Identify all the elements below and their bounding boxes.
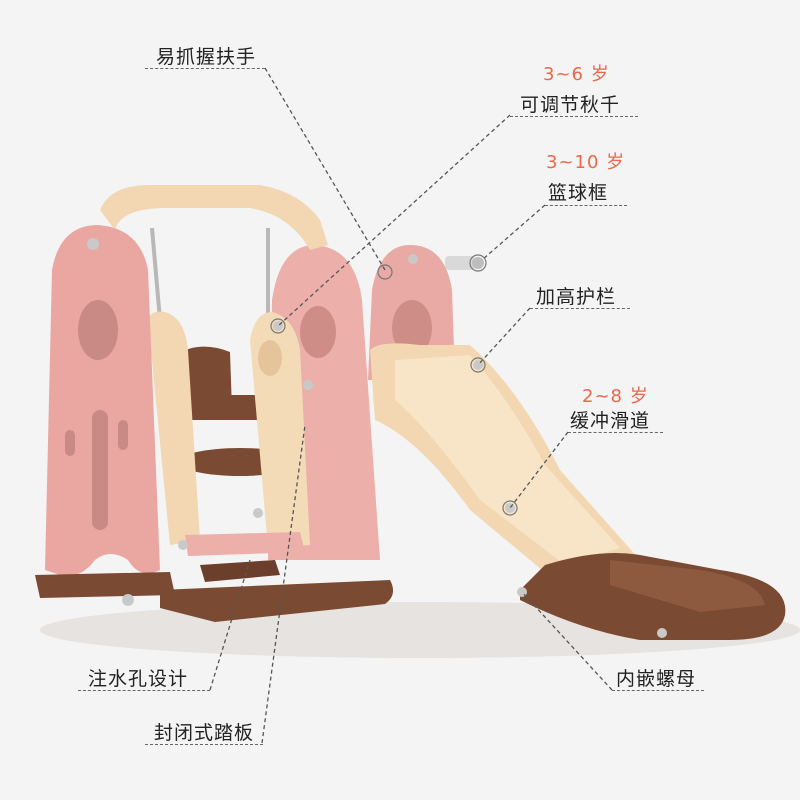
swing-chain-left bbox=[150, 227, 162, 321]
back-panel-hole bbox=[392, 300, 432, 356]
base-foot-left bbox=[35, 572, 175, 598]
underline-guardrail bbox=[530, 308, 630, 309]
left-panel-hole bbox=[78, 300, 118, 360]
left-panel-slot-small bbox=[65, 430, 75, 456]
underline-pedal bbox=[145, 744, 263, 745]
swing-top-bar bbox=[100, 185, 328, 250]
screw bbox=[87, 238, 99, 250]
left-panel bbox=[45, 225, 160, 576]
callout-slide-age: 2~8 岁 bbox=[582, 386, 649, 407]
callout-pedal: 封闭式踏板 bbox=[154, 722, 255, 744]
left-panel-slot-small bbox=[118, 420, 128, 450]
swing-side-left bbox=[148, 311, 200, 545]
callout-water-hole: 注水孔设计 bbox=[88, 668, 189, 690]
leader-swing bbox=[277, 114, 511, 327]
swing-pedal-bottom bbox=[200, 560, 280, 582]
base-foot-middle bbox=[160, 580, 394, 622]
marker-ring bbox=[469, 254, 487, 272]
underline-hoop bbox=[545, 205, 627, 206]
underline-slide bbox=[568, 432, 663, 433]
callout-hoop-age: 3~10 岁 bbox=[546, 152, 626, 173]
leader-markers bbox=[270, 254, 518, 516]
swing-pedal bbox=[185, 532, 305, 556]
callout-swing: 可调节秋千 bbox=[520, 94, 621, 116]
swing-side-hole bbox=[258, 340, 282, 376]
underline-grip bbox=[145, 68, 265, 69]
screw bbox=[122, 594, 134, 606]
leader-lines bbox=[209, 67, 613, 744]
underline-swing bbox=[510, 116, 638, 117]
hoop-post bbox=[445, 256, 475, 270]
marker-ring bbox=[270, 318, 286, 334]
underline-nut bbox=[612, 690, 704, 691]
leader-nut bbox=[521, 591, 613, 691]
callout-grip-handle: 易抓握扶手 bbox=[156, 46, 257, 68]
leader-water-hole bbox=[209, 559, 251, 691]
screw bbox=[657, 628, 667, 638]
middle-panel-hole bbox=[300, 306, 336, 358]
marker-ring bbox=[377, 264, 393, 280]
slide-surface bbox=[395, 355, 620, 565]
underline-water-hole bbox=[78, 690, 210, 691]
left-panel-slot bbox=[92, 410, 108, 530]
hoop-screw bbox=[472, 257, 484, 269]
leader-pedal bbox=[261, 424, 306, 744]
screw bbox=[178, 540, 188, 550]
callout-slide: 缓冲滑道 bbox=[570, 410, 651, 432]
callout-swing-age: 3~6 岁 bbox=[543, 64, 610, 85]
marker-ring bbox=[470, 357, 486, 373]
leader-slide bbox=[509, 431, 569, 509]
screw bbox=[505, 503, 515, 513]
leader-guardrail bbox=[477, 307, 531, 366]
screw bbox=[408, 254, 418, 264]
leader-hoop bbox=[481, 204, 546, 261]
screw bbox=[303, 380, 313, 390]
slide-end-inner bbox=[610, 560, 765, 612]
marker-ring bbox=[502, 500, 518, 516]
callout-guardrail: 加高护栏 bbox=[536, 286, 617, 308]
callout-nut: 内嵌螺母 bbox=[616, 668, 697, 690]
screw bbox=[253, 508, 263, 518]
callout-hoop: 篮球框 bbox=[548, 182, 609, 204]
